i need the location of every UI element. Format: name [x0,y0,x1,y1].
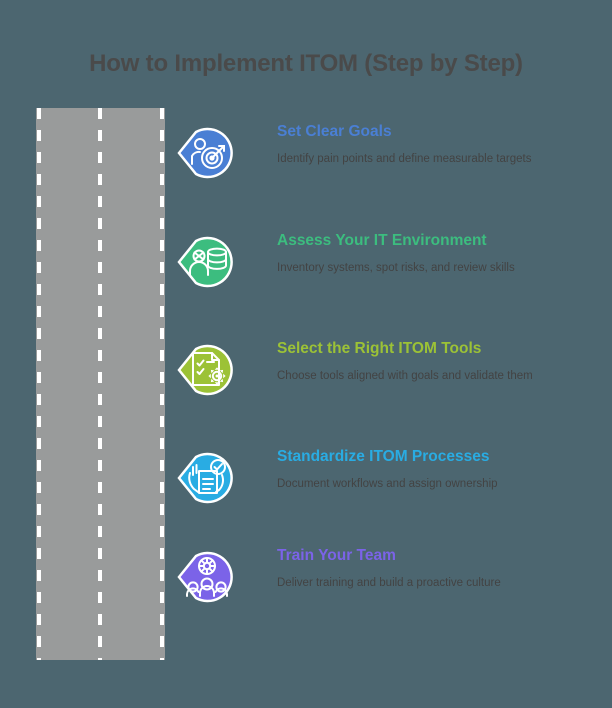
team-gear-icon [186,557,228,597]
step-badge-1 [176,122,238,184]
badge-teardrop-shape [177,236,233,288]
database-user-icon [189,247,227,276]
road-graphic [36,108,165,660]
target-person-icon [191,138,225,169]
step-text-2: Assess Your IT Environment Inventory sys… [277,231,576,276]
step-description-4: Document workflows and assign ownership [277,478,498,490]
step-description-2: Inventory systems, spot risks, and revie… [277,262,515,274]
step-description-5: Deliver training and build a proactive c… [277,577,501,589]
badge-teardrop-shape [177,127,233,179]
step-badge-5 [176,546,238,608]
step-heading-3: Select the Right ITOM Tools [277,340,482,357]
document-check-hands-icon [188,459,226,494]
road-center-dashed-line [98,108,102,660]
step-heading-5: Train Your Team [277,547,396,564]
road-edge-line-right [160,108,164,660]
step-heading-2: Assess Your IT Environment [277,232,487,249]
step-description-3: Choose tools aligned with goals and vali… [277,370,533,382]
page-title: How to Implement ITOM (Step by Step) [89,50,523,77]
step-heading-1: Set Clear Goals [277,123,392,140]
step-badge-3 [176,339,238,401]
step-description-1: Identify pain points and define measurab… [277,153,532,165]
step-text-1: Set Clear Goals Identify pain points and… [277,122,576,167]
step-text-3: Select the Right ITOM Tools Choose tools… [277,339,576,384]
step-heading-4: Standardize ITOM Processes [277,448,490,465]
road-edge-line-left [37,108,41,660]
step-badge-2 [176,231,238,293]
step-badge-4 [176,447,238,509]
step-text-5: Train Your Team Deliver training and bui… [277,546,576,591]
step-text-4: Standardize ITOM Processes Document work… [277,447,576,492]
checklist-gear-icon [192,352,226,386]
